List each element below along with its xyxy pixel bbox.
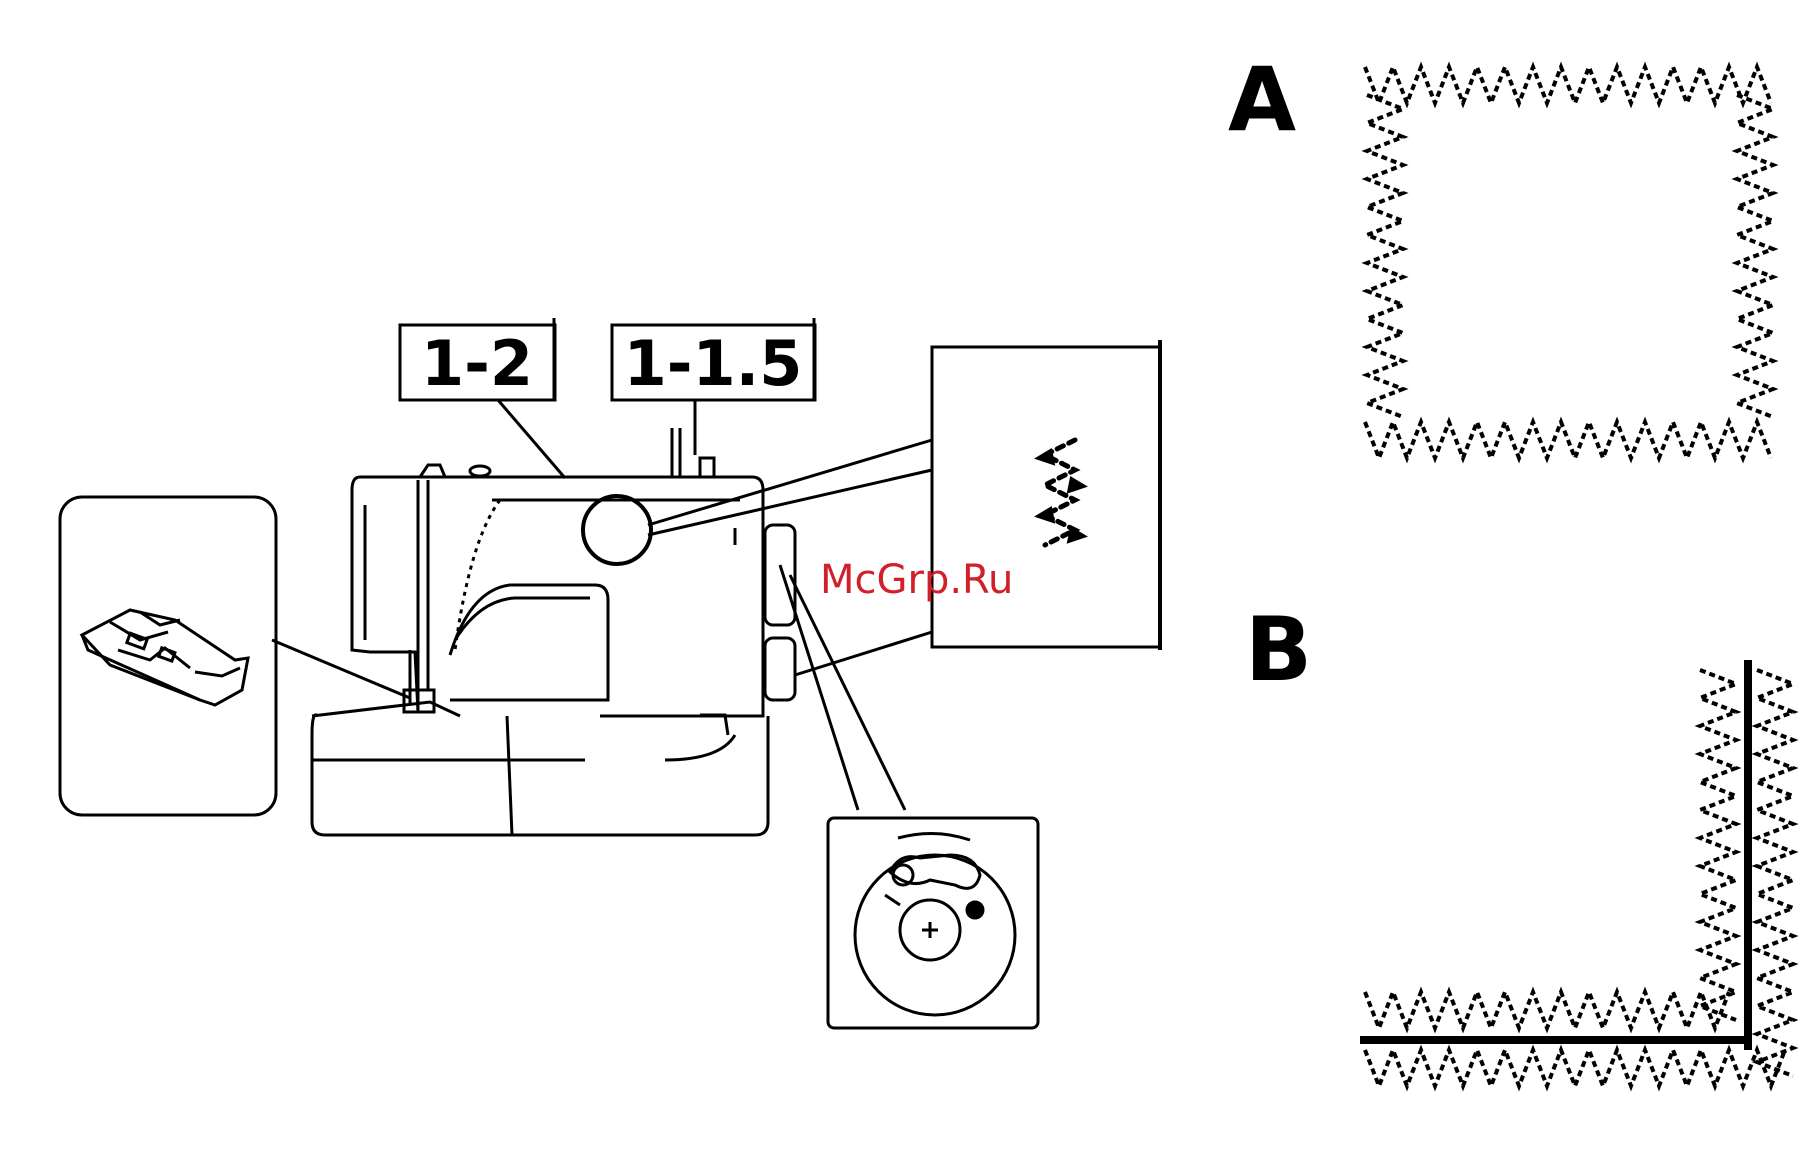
- presser-foot-inset: [60, 497, 276, 815]
- panel-a-square-stitch: [1365, 67, 1773, 458]
- panel-b-letter: B: [1245, 598, 1312, 701]
- callout-lines: [272, 400, 932, 810]
- panel-b-corner-stitch: [1360, 660, 1793, 1086]
- stitch-pattern-inset: [932, 340, 1160, 650]
- panel-a-letter: A: [1228, 48, 1296, 151]
- stitch-width-label: 1-2: [400, 318, 555, 400]
- dial-inset: [828, 818, 1038, 1028]
- presser-foot-icon: [82, 610, 248, 705]
- stitch-length-value: 1-1.5: [624, 327, 803, 400]
- stitch-length-label: 1-1.5: [612, 318, 815, 400]
- watermark-text: McGrp.Ru: [820, 557, 1013, 603]
- sewing-machine-illustration: [312, 428, 795, 835]
- stitch-width-value: 1-2: [421, 327, 533, 400]
